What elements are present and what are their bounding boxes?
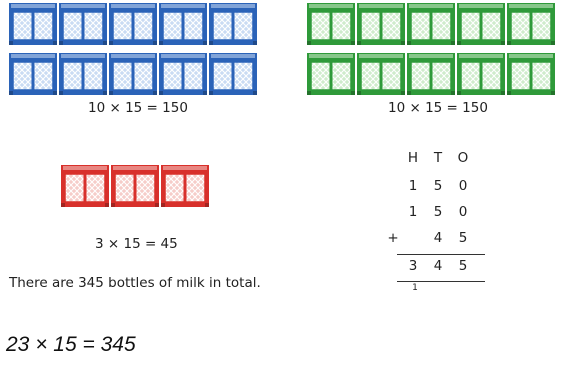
result-tens: 4 [433,258,443,274]
milk-crate-icon [161,165,209,207]
milk-crate-icon [9,3,57,45]
milk-crate-icon [61,165,109,207]
total-statement: There are 345 bottles of milk in total. [9,275,261,291]
blue-crate-row-2 [9,53,257,95]
blue-equation: 10 × 15 = 150 [88,100,188,116]
blue-crate-group [9,3,257,95]
red-equation: 3 × 15 = 45 [95,236,178,252]
row2-hundreds: 1 [408,204,418,220]
row2-tens: 5 [433,204,443,220]
column-addition: H T O 1 5 0 1 5 0 + 4 5 3 4 5 1 [387,150,487,300]
sum-top-line [397,254,485,255]
milk-crate-icon [209,53,257,95]
milk-crate-icon [507,53,555,95]
milk-crate-icon [357,3,405,45]
plus-sign: + [387,230,399,246]
milk-crate-icon [9,53,57,95]
milk-crate-icon [109,3,157,45]
row1-ones: 0 [458,178,468,194]
milk-crate-icon [307,53,355,95]
row3-tens: 4 [433,230,443,246]
red-crate-row [61,165,209,207]
milk-crate-icon [109,53,157,95]
final-equation: 23 × 15 = 345 [6,333,136,356]
milk-crate-icon [307,3,355,45]
milk-crate-icon [457,53,505,95]
milk-crate-icon [209,3,257,45]
milk-crate-icon [159,53,207,95]
milk-crate-icon [111,165,159,207]
milk-crate-icon [357,53,405,95]
green-equation: 10 × 15 = 150 [388,100,488,116]
row1-tens: 5 [433,178,443,194]
carry-hundreds: 1 [412,283,418,293]
milk-crate-icon [407,53,455,95]
row2-ones: 0 [458,204,468,220]
header-ones: O [457,150,469,166]
milk-crate-icon [507,3,555,45]
milk-crate-icon [59,53,107,95]
result-ones: 5 [458,258,468,274]
milk-crate-icon [457,3,505,45]
header-hundreds: H [407,150,419,166]
header-tens: T [433,150,443,166]
green-crate-row-2 [307,53,555,95]
result-hundreds: 3 [408,258,418,274]
green-crate-group [307,3,555,95]
milk-crate-icon [407,3,455,45]
blue-crate-row-1 [9,3,257,45]
row1-hundreds: 1 [408,178,418,194]
row3-ones: 5 [458,230,468,246]
sum-bottom-line [397,281,485,282]
red-crate-group [61,165,209,207]
milk-crate-icon [59,3,107,45]
green-crate-row-1 [307,3,555,45]
milk-crate-icon [159,3,207,45]
